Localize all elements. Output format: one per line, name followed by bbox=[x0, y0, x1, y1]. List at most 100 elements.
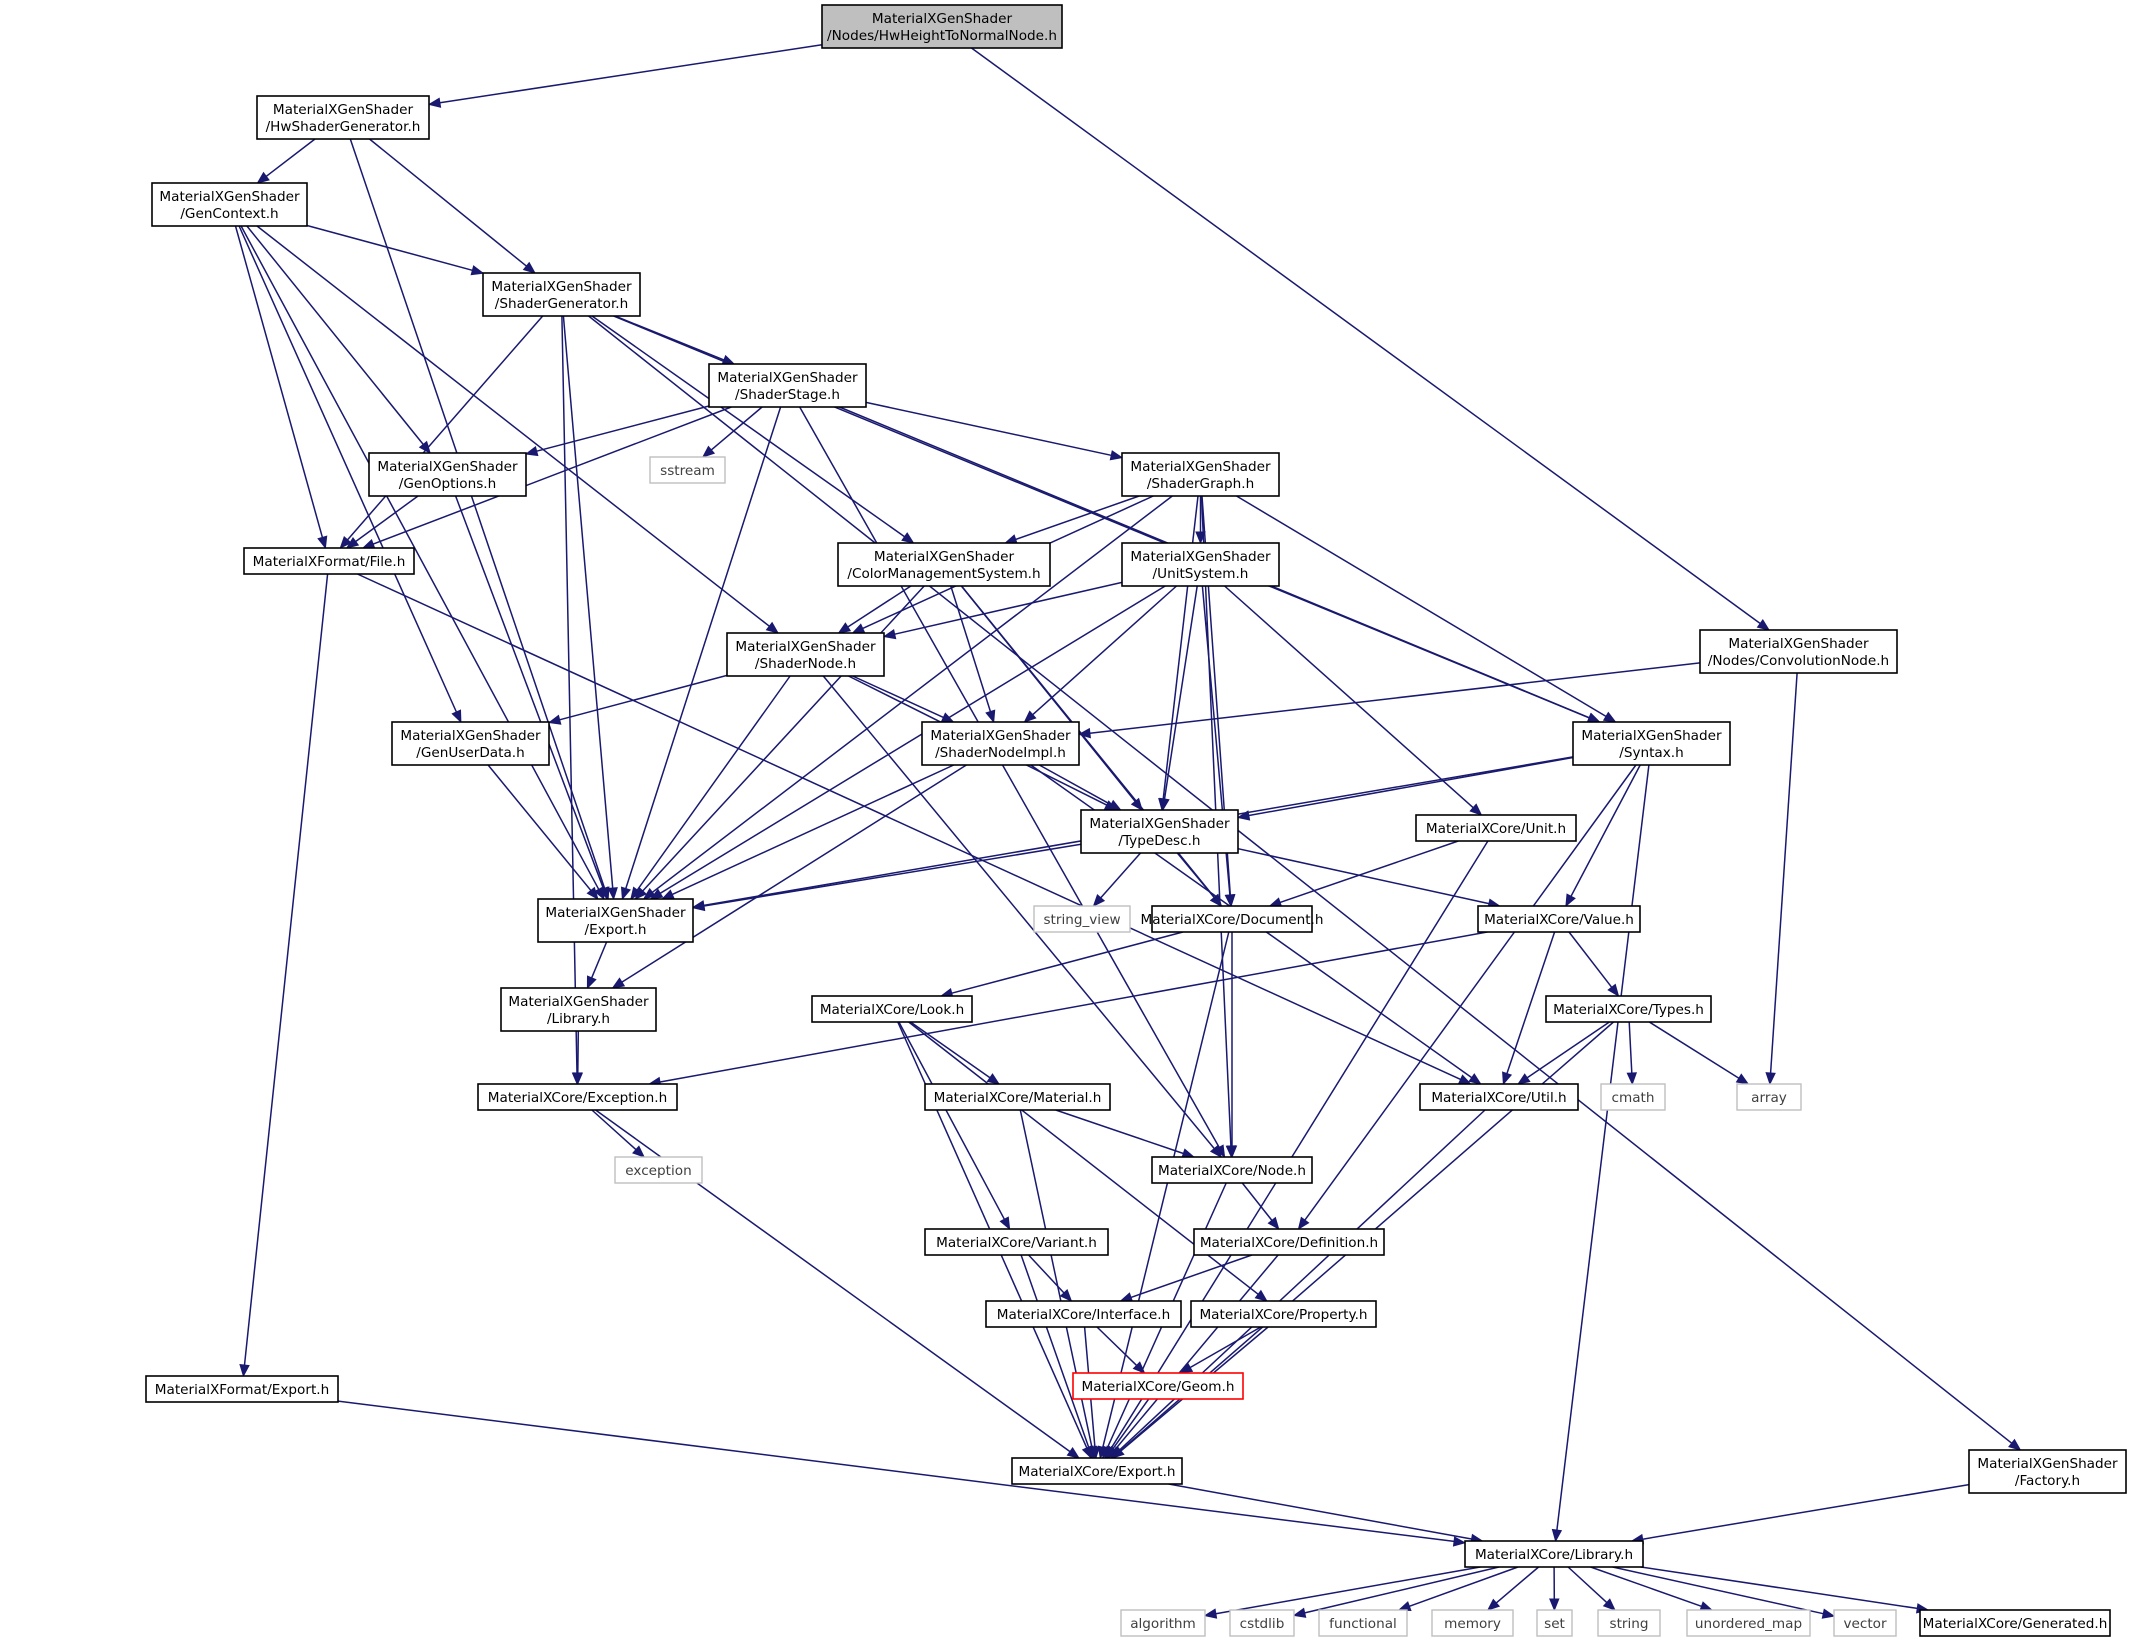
edge-line bbox=[1163, 585, 1198, 800]
node-label: MaterialXGenShader bbox=[273, 102, 414, 118]
edge-line bbox=[347, 315, 544, 541]
edge-line bbox=[561, 315, 578, 1074]
edge-line bbox=[536, 405, 710, 452]
node-value[interactable]: MaterialXCore/Value.h bbox=[1477, 905, 1641, 933]
edge-definition-to-coreexport bbox=[1107, 1254, 1279, 1460]
node-label: /Export.h bbox=[584, 922, 646, 938]
edge-unitsystem-to-coreunit bbox=[1224, 585, 1483, 816]
node-material[interactable]: MaterialXCore/Material.h bbox=[924, 1083, 1111, 1111]
node-box bbox=[368, 452, 527, 497]
arrowhead-icon bbox=[649, 888, 664, 900]
arrowhead-icon bbox=[1109, 450, 1124, 461]
node-label: MaterialXGenShader bbox=[930, 728, 1071, 744]
node-label: array bbox=[1751, 1090, 1787, 1106]
node-label: MaterialXFormat/Export.h bbox=[155, 1382, 329, 1398]
node-box bbox=[1600, 1083, 1666, 1111]
node-unitsystem[interactable]: MaterialXGenShader/UnitSystem.h bbox=[1121, 542, 1280, 587]
arrowhead-icon bbox=[1551, 1528, 1563, 1543]
node-label: MaterialXCore/Generated.h bbox=[1923, 1616, 2108, 1632]
edge-line bbox=[265, 138, 316, 177]
node-cstdlib: cstdlib bbox=[1229, 1609, 1295, 1637]
node-corelibrary[interactable]: MaterialXCore/Library.h bbox=[1464, 1540, 1644, 1568]
arrowhead-icon bbox=[1059, 1289, 1073, 1302]
node-genoptions[interactable]: MaterialXGenShader/GenOptions.h bbox=[368, 452, 527, 497]
node-node[interactable]: MaterialXCore/Node.h bbox=[1151, 1156, 1313, 1184]
arrowhead-icon bbox=[851, 623, 866, 634]
edge-line bbox=[591, 941, 608, 979]
edge-line bbox=[1215, 1566, 1481, 1615]
node-genuserdata[interactable]: MaterialXGenShader/GenUserData.h bbox=[391, 721, 550, 766]
node-definition[interactable]: MaterialXCore/Definition.h bbox=[1193, 1228, 1385, 1256]
edge-shadernodeimpl-to-genexport bbox=[661, 764, 955, 900]
node-shadergen[interactable]: MaterialXGenShader/ShaderGenerator.h bbox=[482, 272, 641, 317]
node-label: MaterialXCore/Document.h bbox=[1141, 912, 1324, 928]
node-label: /ShaderNode.h bbox=[755, 656, 856, 672]
edge-line bbox=[636, 675, 791, 891]
edge-line bbox=[349, 138, 606, 889]
edge-line bbox=[1100, 852, 1142, 899]
node-label: MaterialXGenShader bbox=[1728, 636, 1869, 652]
node-box bbox=[1736, 1083, 1802, 1111]
node-box bbox=[1919, 1609, 2111, 1637]
edge-line bbox=[1096, 1326, 1138, 1366]
node-genlibrary[interactable]: MaterialXGenShader/Library.h bbox=[500, 987, 657, 1032]
node-unordered_map: unordered_map bbox=[1686, 1609, 1811, 1637]
node-syntax[interactable]: MaterialXGenShader/Syntax.h bbox=[1572, 721, 1731, 766]
node-geom[interactable]: MaterialXCore/Geom.h bbox=[1072, 1372, 1244, 1400]
edge-shadergraph-to-cms bbox=[1004, 495, 1140, 545]
node-look[interactable]: MaterialXCore/Look.h bbox=[811, 995, 973, 1023]
node-interface[interactable]: MaterialXCore/Interface.h bbox=[985, 1300, 1182, 1328]
node-coreunit[interactable]: MaterialXCore/Unit.h bbox=[1415, 814, 1577, 842]
edge-genuserdata-to-genexport bbox=[487, 764, 599, 901]
arrowhead-icon bbox=[1092, 893, 1106, 907]
node-shaderstage[interactable]: MaterialXGenShader/ShaderStage.h bbox=[708, 363, 867, 408]
node-shadernode[interactable]: MaterialXGenShader/ShaderNode.h bbox=[726, 632, 885, 677]
node-util[interactable]: MaterialXCore/Util.h bbox=[1419, 1083, 1579, 1111]
node-box bbox=[1415, 814, 1577, 842]
node-property[interactable]: MaterialXCore/Property.h bbox=[1190, 1300, 1377, 1328]
edge-shadergen-to-formatfile bbox=[339, 315, 544, 549]
node-formatexport[interactable]: MaterialXFormat/Export.h bbox=[145, 1375, 339, 1403]
node-shadergraph[interactable]: MaterialXGenShader/ShaderGraph.h bbox=[1121, 452, 1280, 497]
arrowhead-icon bbox=[701, 445, 716, 458]
node-box bbox=[614, 1156, 703, 1184]
node-box bbox=[1545, 995, 1712, 1023]
node-genexport[interactable]: MaterialXGenShader/Export.h bbox=[537, 898, 694, 943]
node-formatfile[interactable]: MaterialXFormat/File.h bbox=[243, 547, 415, 575]
arrowhead-icon bbox=[1089, 1446, 1101, 1460]
node-typedesc[interactable]: MaterialXGenShader/TypeDesc.h bbox=[1080, 809, 1239, 854]
node-label: MaterialXCore/Util.h bbox=[1431, 1090, 1566, 1106]
node-generated[interactable]: MaterialXCore/Generated.h bbox=[1919, 1609, 2111, 1637]
edge-factory-to-corelibrary bbox=[1630, 1483, 1970, 1545]
node-convnode[interactable]: MaterialXGenShader/Nodes/ConvolutionNode… bbox=[1699, 629, 1898, 674]
node-types[interactable]: MaterialXCore/Types.h bbox=[1545, 995, 1712, 1023]
node-label: MaterialXCore/Node.h bbox=[1158, 1163, 1306, 1179]
arrowhead-icon bbox=[1602, 711, 1617, 723]
node-exception[interactable]: MaterialXCore/Exception.h bbox=[477, 1083, 678, 1111]
edge-material-to-node bbox=[1055, 1109, 1196, 1159]
node-coreexport[interactable]: MaterialXCore/Export.h bbox=[1011, 1457, 1183, 1485]
node-shadernodeimpl[interactable]: MaterialXGenShader/ShaderNodeImpl.h bbox=[921, 721, 1080, 766]
arrowhead-icon bbox=[620, 886, 631, 901]
edge-line bbox=[372, 406, 732, 545]
arrowhead-icon bbox=[1254, 1289, 1268, 1302]
node-label: MaterialXCore/Unit.h bbox=[1426, 821, 1566, 837]
node-factory[interactable]: MaterialXGenShader/Factory.h bbox=[1968, 1449, 2127, 1494]
edge-line bbox=[1279, 840, 1459, 904]
node-cms[interactable]: MaterialXGenShader/ColorManagementSystem… bbox=[837, 542, 1051, 587]
node-label: MaterialXGenShader bbox=[1581, 728, 1722, 744]
edge-types-to-cmath bbox=[1626, 1021, 1638, 1086]
node-label: /ShaderNodeImpl.h bbox=[935, 745, 1066, 761]
edge-cms-to-shadernodeimpl bbox=[950, 585, 996, 724]
node-gencontext[interactable]: MaterialXGenShader/GenContext.h bbox=[151, 182, 308, 227]
node-variant[interactable]: MaterialXCore/Variant.h bbox=[924, 1228, 1109, 1256]
edge-line bbox=[1570, 764, 1641, 897]
edge-property-to-geom bbox=[1179, 1326, 1262, 1374]
node-document[interactable]: MaterialXCore/Document.h bbox=[1141, 905, 1324, 933]
node-box bbox=[391, 721, 550, 766]
edge-line bbox=[1568, 931, 1613, 988]
node-exceptionstd: exception bbox=[614, 1156, 703, 1184]
node-hwshadergen[interactable]: MaterialXGenShader/HwShaderGenerator.h bbox=[256, 95, 430, 140]
edge-line bbox=[1237, 847, 1490, 905]
node-box bbox=[1229, 1609, 1295, 1637]
